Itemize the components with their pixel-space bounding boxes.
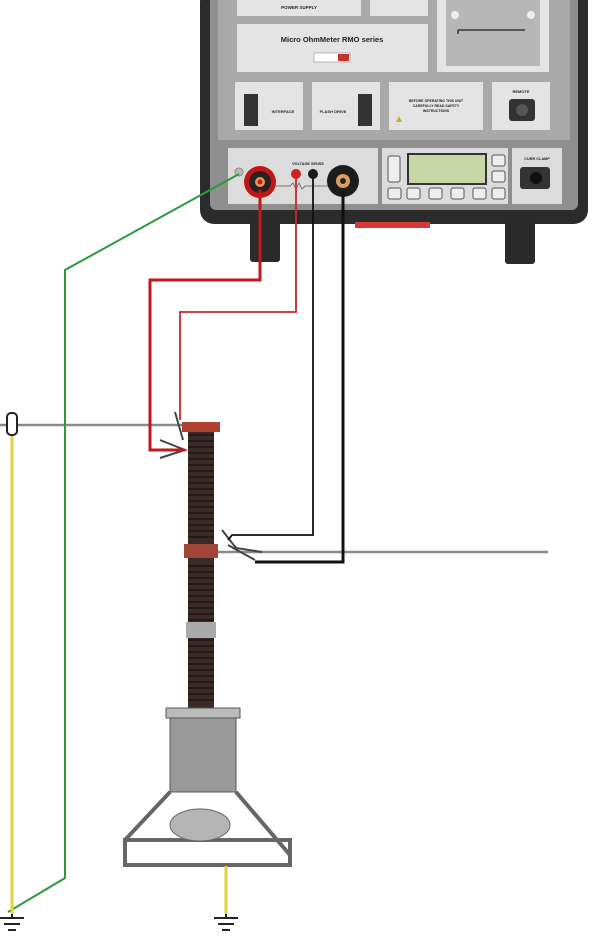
- key-right[interactable]: [472, 187, 487, 200]
- safety-text-2: CAREFULLY READ SAFETY: [413, 104, 460, 108]
- device-foot-right: [505, 220, 535, 264]
- curr-clamp-label: CURR CLAMP: [524, 157, 550, 161]
- voltage-sense-minus: [308, 169, 318, 179]
- flash-drive-label: FLASH DRIVE: [320, 109, 347, 114]
- power-supply-panel: [237, 0, 361, 16]
- key-esc[interactable]: [491, 154, 506, 167]
- key-start[interactable]: [450, 187, 465, 200]
- lcd-display: [407, 153, 487, 185]
- voltage-sense-label: VOLTAGE SENSE: [292, 162, 324, 166]
- key-2[interactable]: [406, 187, 421, 200]
- safety-panel: [389, 82, 483, 130]
- micro-ohmmeter-device: POWER SUPPLY Micro OhmMeter RMO series I…: [200, 0, 588, 264]
- safety-text-3: INSTRUCTIONS: [423, 109, 450, 113]
- base-box: [169, 709, 237, 793]
- current-wire-red: [148, 190, 262, 452]
- middle-flange: [184, 544, 218, 558]
- safety-text-1: BEFORE OPERATING THIS UNIT: [409, 99, 464, 103]
- ground-wire-green: [7, 173, 240, 913]
- warning-icon: [396, 116, 402, 122]
- earth-clamp: [6, 412, 18, 436]
- ground-symbol-left: [0, 914, 24, 931]
- voltage-sense-plus: [291, 169, 301, 179]
- model-panel: [237, 24, 428, 72]
- current-wire-black: [255, 190, 345, 564]
- motor-housing: [169, 808, 231, 842]
- key-1[interactable]: [387, 187, 402, 200]
- key-ohm[interactable]: [428, 187, 443, 200]
- lower-flange: [186, 622, 216, 638]
- key-up[interactable]: [491, 170, 506, 183]
- model-title: Micro OhmMeter RMO series: [281, 35, 384, 44]
- led-indicators: [387, 155, 401, 183]
- support-stand: [123, 790, 292, 867]
- voltage-sense-wire-black: [227, 178, 314, 541]
- flash-drive-port-icon: [358, 94, 372, 126]
- power-supply-label: POWER SUPPLY: [281, 5, 317, 10]
- brand-logo: [313, 52, 351, 63]
- remote-label: REMOTE: [512, 89, 529, 94]
- voltage-sense-wire-red: [179, 178, 297, 420]
- top-terminal: [182, 422, 220, 432]
- bushing-under-test: [123, 422, 292, 867]
- key-down[interactable]: [491, 187, 506, 200]
- keypad-buttons[interactable]: [387, 154, 506, 200]
- usb-port-icon: [244, 94, 258, 126]
- device-foot-left: [250, 220, 280, 262]
- ground-symbol-base: [214, 914, 238, 931]
- current-clamp-middle: [221, 529, 263, 561]
- interface-label: INTERFACE: [272, 109, 295, 114]
